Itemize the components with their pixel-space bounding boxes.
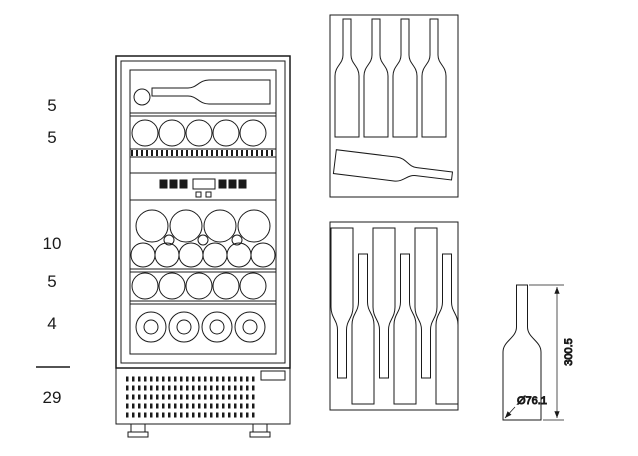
control-indicator [205, 191, 212, 198]
neck-up-bottle-icon [435, 253, 459, 405]
shelf-4-bottles [131, 272, 267, 300]
bottle-end-icon [212, 119, 240, 147]
bottle-end-icon [154, 242, 180, 268]
bottle-dimension-drawing: 300.5 Ø76.1 [502, 284, 576, 421]
lying-bottle-icon [332, 149, 454, 189]
control-panel [159, 178, 247, 198]
bottle-end-icon [169, 209, 203, 243]
bottle-end-icon [131, 272, 159, 300]
standing-bottle-icon [334, 18, 360, 138]
bottle-end-icon [178, 242, 204, 268]
shelf-1-display-bottle [133, 79, 271, 106]
control-button [169, 179, 178, 189]
standing-bottle-inner-ring [176, 319, 192, 335]
neck-down-bottle-icon [330, 227, 354, 379]
bottle-end-icon [185, 119, 213, 147]
diameter-dimension-label: Ø76.1 [517, 395, 547, 407]
rating-label-plate [260, 370, 286, 381]
control-button [228, 179, 237, 189]
door-inner-frame [120, 60, 286, 364]
bottle-end-icon [212, 272, 240, 300]
capacity-label-shelf-1: 5 [47, 96, 56, 115]
height-dimension-label: 300.5 [563, 338, 575, 366]
control-indicator [195, 191, 202, 198]
bottle-end-icon [239, 272, 267, 300]
shelf-layout-standing [329, 14, 459, 198]
capacity-column: 5 5 10 5 4 29 [36, 96, 70, 407]
bottle-end-icon [237, 209, 271, 243]
left-foot-base [127, 431, 149, 438]
bottle-end-icon [239, 119, 267, 147]
bottle-end-icon [185, 272, 213, 300]
standing-bottle-inner-ring [242, 319, 258, 335]
shelf-layout-interleaved [329, 221, 459, 411]
standing-bottle-inner-ring [209, 319, 225, 335]
standing-bottle-icon [168, 311, 200, 343]
base-plinth [115, 367, 291, 425]
shelf-2-bottles [131, 119, 267, 147]
feet [127, 423, 271, 438]
bottle-end-icon [203, 209, 237, 243]
vent-grille [126, 376, 256, 418]
bottle-end-icon [135, 209, 169, 243]
horizontal-bottle-icon [151, 79, 271, 105]
glass-panel [129, 69, 277, 355]
control-display [192, 178, 216, 190]
standing-bottle-icon [363, 18, 389, 138]
capacity-total: 29 [43, 388, 62, 407]
diameter-leader-line [504, 406, 516, 419]
bottle-end-icon [131, 119, 159, 147]
capacity-label-shelf-2: 5 [47, 128, 56, 147]
bottle-neck-icon [197, 234, 209, 246]
bottle-neck-icon [163, 234, 175, 246]
shelf-5-bottles [135, 311, 266, 343]
bottle-end-icon [250, 242, 276, 268]
standing-bottle-inner-ring [143, 319, 159, 335]
bottle-end-icon [158, 272, 186, 300]
control-button [238, 179, 247, 189]
neck-up-bottle-icon [351, 253, 375, 405]
standing-bottle-icon [392, 18, 418, 138]
left-foot [130, 423, 146, 433]
capacity-label-shelf-4: 5 [47, 272, 56, 291]
neck-down-bottle-icon [372, 227, 396, 379]
control-button [159, 179, 168, 189]
wine-cooler-front-view [115, 55, 291, 438]
control-button [218, 179, 227, 189]
bottle-neck-icon [231, 234, 243, 246]
bottle-end-icon [158, 119, 186, 147]
standing-bottle-icon [421, 18, 447, 138]
bottle-end-icon [226, 242, 252, 268]
control-button [179, 179, 188, 189]
standing-bottle-icon [135, 311, 167, 343]
bottle-end-icon [133, 88, 151, 106]
shelf-outline [329, 221, 459, 411]
bottle-end-icon [130, 242, 156, 268]
capacity-label-shelf-5: 4 [47, 314, 56, 333]
capacity-label-shelf-3: 10 [43, 234, 62, 253]
standing-bottle-icon [234, 311, 266, 343]
right-foot-base [249, 431, 271, 438]
shelf-3-bottles [130, 209, 276, 268]
standing-bottle-icon [201, 311, 233, 343]
neck-down-bottle-icon [414, 227, 438, 379]
shelf-outline [329, 14, 459, 198]
neck-up-bottle-icon [393, 253, 417, 405]
right-foot [252, 423, 268, 433]
bottle-end-icon [202, 242, 228, 268]
